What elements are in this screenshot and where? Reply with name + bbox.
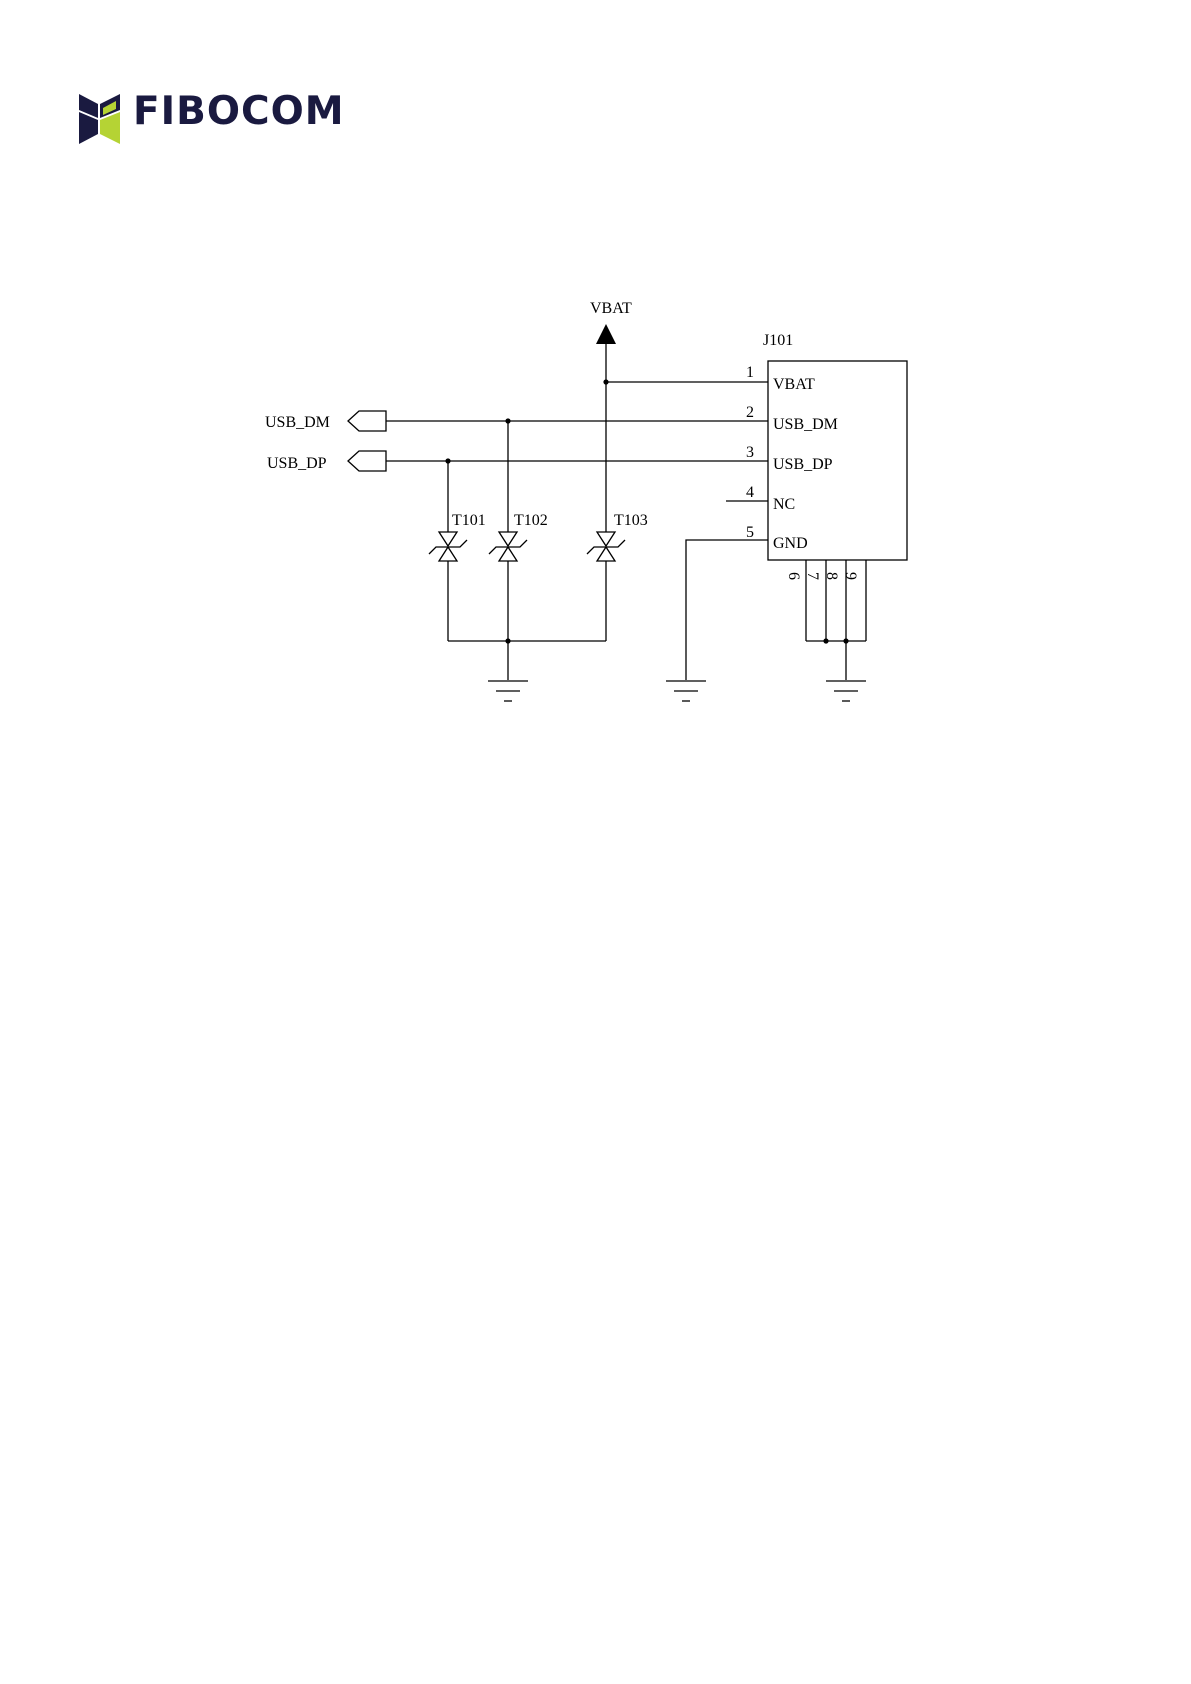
vbat-power-arrow-icon: [596, 324, 616, 344]
pin-3-name: USB_DP: [773, 456, 833, 473]
junction-t101: [445, 458, 451, 464]
tvs-t103-icon: [586, 531, 626, 562]
pin-5-number: 5: [746, 524, 754, 541]
pin-4-name: NC: [773, 496, 795, 513]
junction-t102: [505, 418, 511, 424]
tvs-t102-label: T102: [514, 512, 548, 529]
tvs-t101-icon: [428, 531, 468, 562]
connector-designator: J101: [763, 332, 793, 349]
pin-7-number: 7: [804, 572, 821, 580]
ground-symbol-tvs-icon: [487, 680, 529, 702]
ground-symbol-shield-icon: [825, 680, 867, 702]
pin-4-number: 4: [746, 484, 754, 501]
pin-1-number: 1: [746, 364, 754, 381]
fibocom-logo-mark-icon: [79, 94, 120, 144]
port-usb-dm-icon: [347, 410, 387, 432]
port-usb-dp-label: USB_DP: [267, 455, 327, 472]
junction-tvs-ground: [505, 638, 511, 644]
pin-2-name: USB_DM: [773, 416, 838, 433]
pin-3-number: 3: [746, 444, 754, 461]
pin-2-number: 2: [746, 404, 754, 421]
pin-5-name: GND: [773, 535, 808, 552]
tvs-t103-label: T103: [614, 512, 648, 529]
junction-pin8: [843, 638, 849, 644]
ground-symbol-pin5-icon: [665, 680, 707, 702]
pin-9-number: 9: [842, 572, 859, 580]
junction-pin7: [823, 638, 829, 644]
wire-pin5-gnd: [685, 539, 768, 680]
port-usb-dm-label: USB_DM: [265, 414, 330, 431]
port-usb-dp-icon: [347, 450, 387, 472]
pin-1-name: VBAT: [773, 376, 815, 393]
fibocom-logo-text: FIBOCOM: [133, 89, 345, 134]
pin-8-number: 8: [823, 572, 840, 580]
tvs-t102-icon: [488, 531, 528, 562]
pin-6-number: 6: [785, 572, 802, 580]
vbat-power-label: VBAT: [590, 300, 632, 317]
tvs-t101-label: T101: [452, 512, 486, 529]
fibocom-logo: [76, 90, 376, 150]
